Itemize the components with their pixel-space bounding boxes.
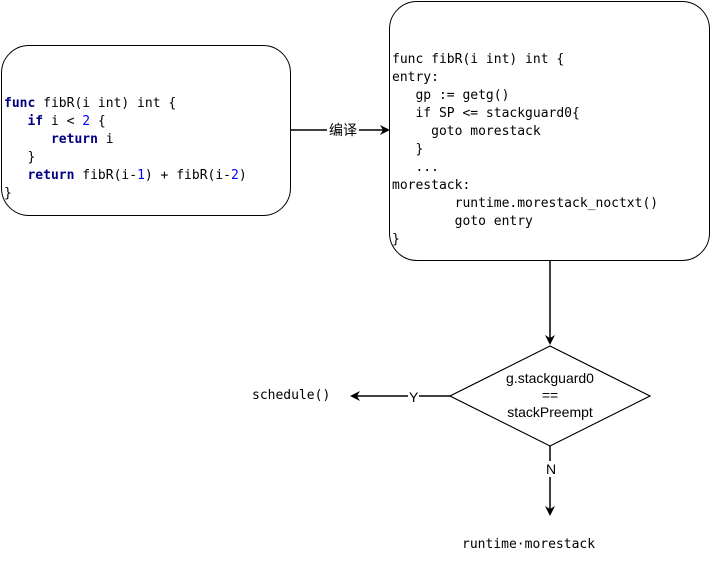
compiled-line: gp := getg() (392, 88, 510, 103)
source-line-5: return fibR(i-1) + fibR(i-2) (27, 168, 247, 183)
compiled-line: morestack: (392, 178, 471, 193)
compiled-line: goto morestack (392, 124, 541, 139)
compiled-line: runtime.morestack_noctxt() (392, 196, 659, 211)
compiled-line: ... (392, 160, 439, 175)
decision-text: g.stackguard0 == stackPreempt (460, 370, 640, 421)
compiled-line: goto entry (392, 214, 533, 229)
no-label: N (545, 461, 558, 477)
morestack-label: runtime·morestack (462, 537, 596, 552)
source-line-6: } (4, 186, 12, 201)
decision-line-2: == (541, 387, 559, 403)
source-code-box: func fibR(i int) int { if i < 2 { return… (1, 45, 291, 216)
decision-line-1: g.stackguard0 (506, 370, 594, 386)
decision-line-3: stackPreempt (507, 404, 593, 420)
source-line-2: if i < 2 { (27, 114, 106, 129)
source-line-4: } (4, 150, 36, 165)
source-line-3: return i (50, 132, 114, 147)
compiled-code: func fibR(i int) int { entry: gp := getg(… (392, 33, 658, 285)
compiled-line: } (392, 142, 424, 157)
compiled-code-box: func fibR(i int) int { entry: gp := getg(… (389, 1, 710, 261)
compile-label: 编译 (327, 122, 359, 138)
compiled-line: func fibR(i int) int { (392, 52, 565, 67)
schedule-label: schedule() (252, 388, 331, 403)
compiled-line: if SP <= stackguard0{ (392, 106, 580, 121)
source-line-1: func fibR(i int) int { (4, 96, 177, 111)
compiled-line: entry: (392, 70, 439, 85)
source-code: func fibR(i int) int { if i < 2 { return… (4, 77, 247, 239)
compiled-line: } (392, 232, 400, 247)
yes-label: Y (408, 389, 420, 405)
